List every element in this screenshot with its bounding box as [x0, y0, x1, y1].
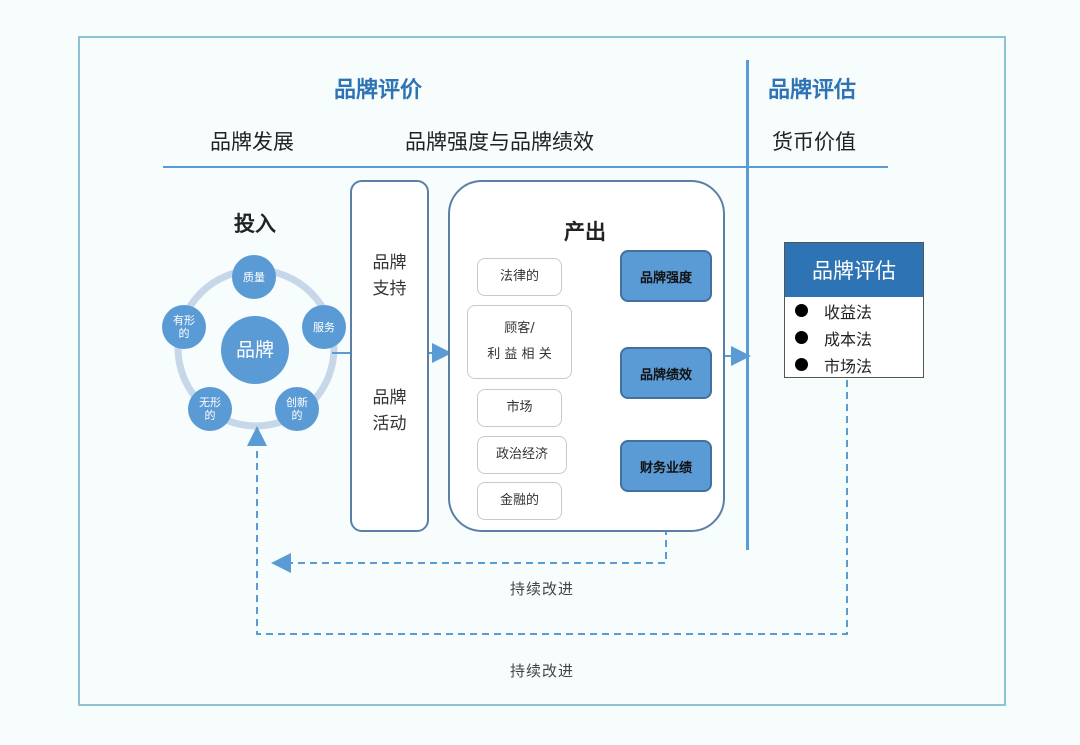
brand-activity-label: 品牌 活动 [372, 388, 407, 434]
diagram-frame [78, 36, 1006, 706]
feedback-outer-label: 持续改进 [510, 662, 575, 680]
result-financial-performance: 财务业绩 [620, 440, 712, 492]
method-income: 收益法 [785, 297, 923, 324]
input-node-intangible: 无形 的 [188, 387, 232, 431]
brand-support-box [350, 180, 429, 532]
output-title: 产出 [564, 220, 606, 244]
method-cost: 成本法 [785, 324, 923, 351]
method-cost-label: 成本法 [824, 329, 873, 349]
input-node-quality: 质量 [232, 255, 276, 299]
factor-financial: 金融的 [477, 482, 562, 520]
factor-customer-stakeholder: 顾客/ 利 益 相 关 [467, 305, 572, 379]
feedback-inner-label: 持续改进 [510, 580, 575, 598]
factor-political-economic: 政治经济 [477, 436, 567, 474]
brand-support-label: 品牌 支持 [372, 253, 407, 299]
section-divider [746, 60, 749, 550]
brand-development-label: 品牌发展 [210, 130, 294, 154]
result-brand-strength: 品牌强度 [620, 250, 712, 302]
bullet-icon [795, 304, 808, 317]
brand-assessment-box: 品牌评估 收益法 成本法 市场法 [784, 242, 924, 378]
factor-market: 市场 [477, 389, 562, 427]
bullet-icon [795, 331, 808, 344]
brand-evaluation-header: 品牌评价 [334, 78, 423, 103]
factor-legal: 法律的 [477, 258, 562, 296]
input-node-innovative: 创新 的 [275, 387, 319, 431]
method-income-label: 收益法 [824, 302, 873, 322]
input-node-service: 服务 [302, 305, 346, 349]
bullet-icon [795, 358, 808, 371]
monetary-value-label: 货币价值 [772, 130, 856, 154]
input-title: 投入 [234, 212, 276, 236]
header-divider [163, 166, 888, 168]
input-node-tangible: 有形 的 [162, 305, 206, 349]
method-market: 市场法 [785, 351, 923, 378]
brand-center-node: 品牌 [221, 316, 289, 384]
brand-assessment-title: 品牌评估 [785, 243, 923, 297]
brand-assessment-header: 品牌评估 [768, 78, 857, 103]
result-brand-performance: 品牌绩效 [620, 347, 712, 399]
strength-performance-label: 品牌强度与品牌绩效 [405, 130, 594, 154]
method-market-label: 市场法 [824, 356, 873, 376]
